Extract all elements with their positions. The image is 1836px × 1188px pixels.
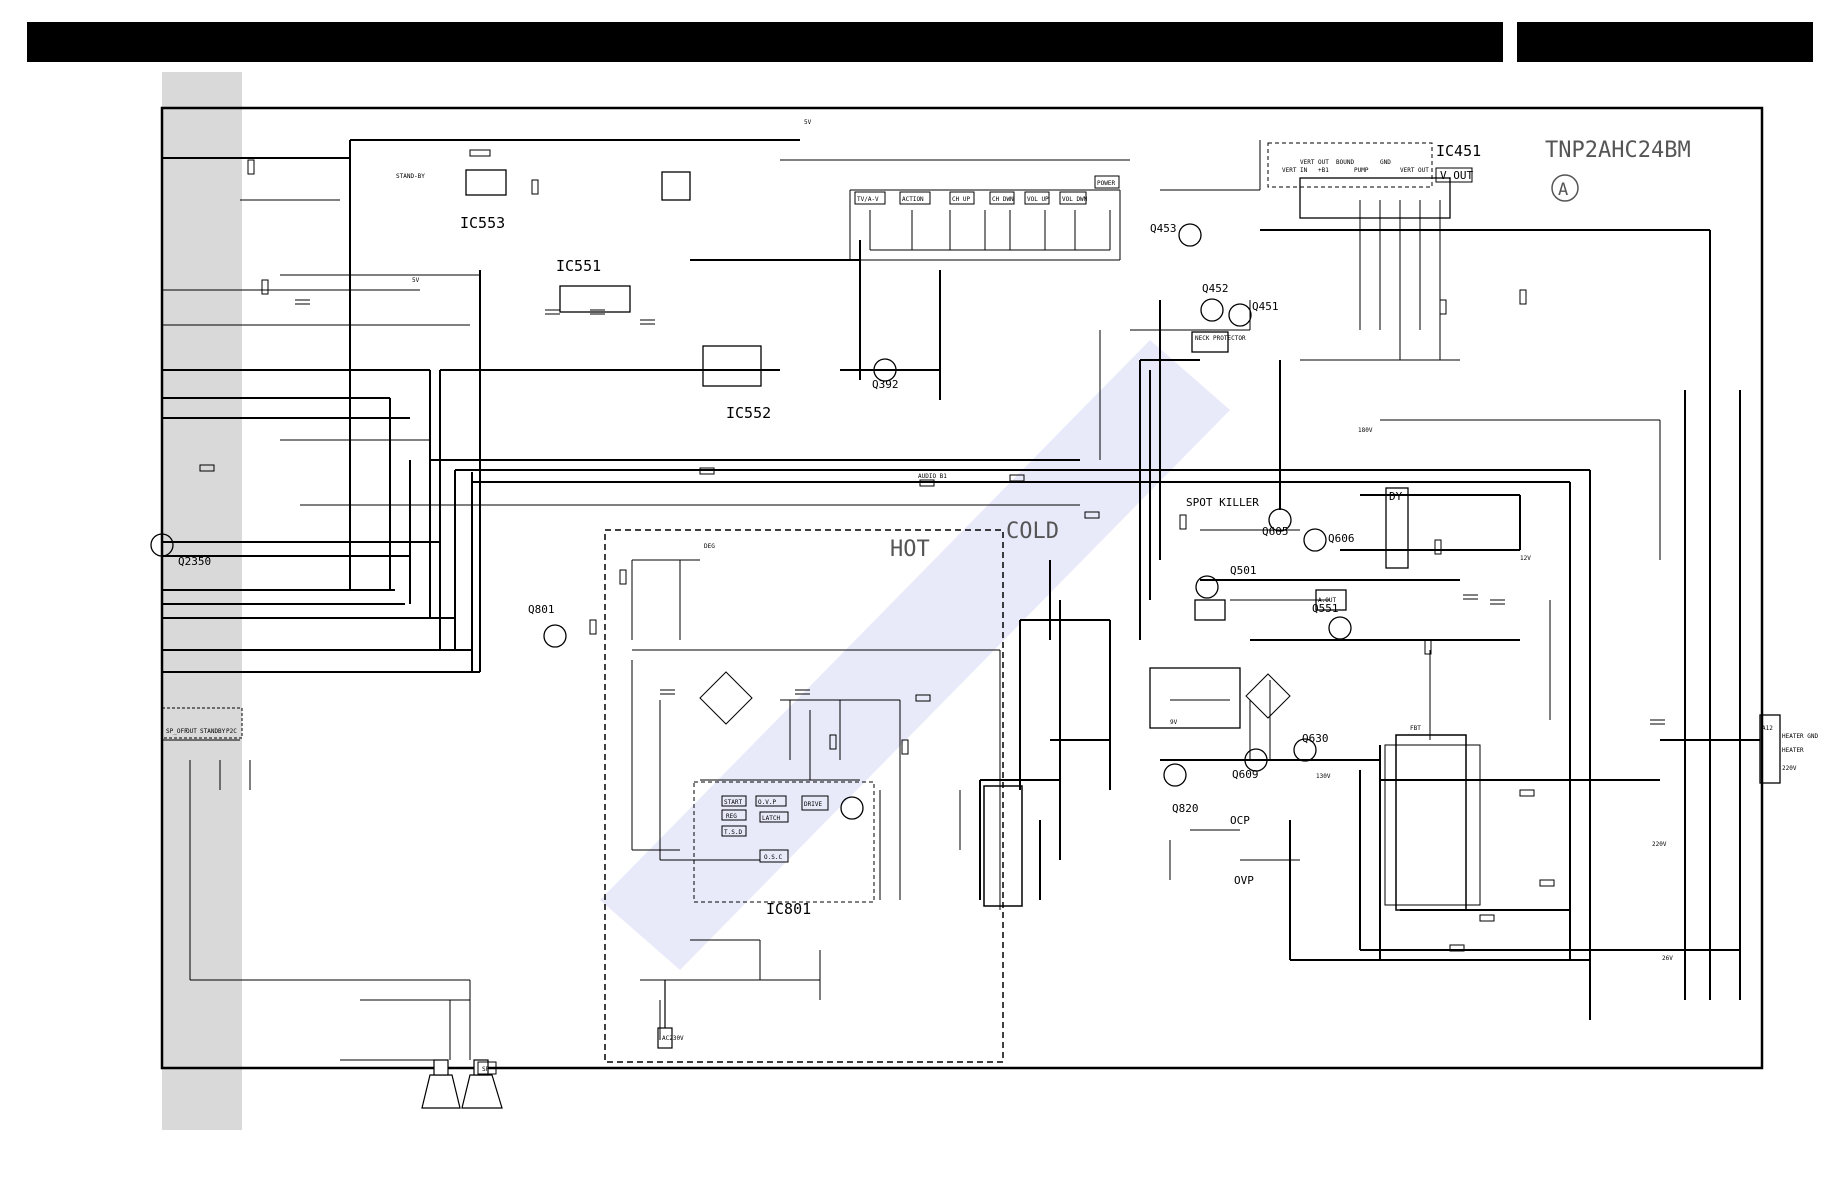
ovp-label: OVP [1234, 874, 1254, 887]
header-bar-right [1517, 22, 1813, 62]
left-pin-p2c: P2C [226, 728, 237, 735]
ic801-block-tsd: T.S.D [724, 829, 742, 836]
ic801-label: IC801 [766, 900, 811, 918]
right-pin-heater-gnd: HEATER GND [1782, 733, 1819, 740]
hot-region-label: HOT [890, 537, 930, 562]
board-circle [1551, 174, 1579, 202]
board-part-number: TNP2AHC24BM [1545, 138, 1691, 163]
voltage-5v: 5V [412, 277, 420, 284]
sp-box [477, 1061, 497, 1075]
ac-cord-label: AC230V [662, 1035, 684, 1042]
key-label-action: ACTION [902, 196, 924, 203]
q630-label: Q630 [1302, 732, 1329, 745]
cold-region-label: COLD [1006, 519, 1059, 544]
ic801-block-ovp: O.V.P [758, 799, 776, 806]
ic801-internal [721, 795, 829, 863]
key-label-tv-av: TV/A-V [857, 196, 879, 203]
component-decoration [199, 149, 1665, 952]
q606-label: Q606 [1328, 532, 1355, 545]
fbt-block [1395, 734, 1467, 911]
ic451-pin-7: VERT OUT [1400, 167, 1429, 174]
q609-label: Q609 [1232, 768, 1259, 781]
transistor-symbols [150, 223, 1352, 820]
fbt-outer [1384, 744, 1481, 906]
q451-label: Q451 [1252, 300, 1279, 313]
vout-box [1435, 167, 1473, 183]
ic451-pin-4: BOUND [1336, 159, 1354, 166]
voltage-12v: 12V [1520, 555, 1531, 562]
sp-label: SP [482, 1066, 490, 1073]
q392-label: Q392 [872, 378, 899, 391]
voltage-180v: 180V [1358, 427, 1373, 434]
q453-label: Q453 [1150, 222, 1177, 235]
q820-label: Q820 [1172, 802, 1199, 815]
right-pin-220v: 220V [1782, 765, 1797, 772]
ic451-label: IC451 [1436, 142, 1481, 160]
ic801-block-drive: DRIVE [804, 801, 822, 808]
left-connector [161, 707, 243, 739]
ic801-block-latch: LATCH [762, 815, 780, 822]
voltage-130v: 130V [1316, 773, 1331, 780]
speakers [421, 1059, 503, 1109]
left-pin-sp-off: SP_OFF [166, 728, 188, 735]
stand-by-label: STAND-BY [396, 173, 425, 180]
voltage-220v: 220V [1652, 841, 1667, 848]
key-label-vol-dwn: VOL DWN [1062, 196, 1088, 203]
left-pin-out: OUT [186, 728, 197, 735]
ac-plug [657, 980, 673, 1049]
degauss-label: DEG [704, 543, 715, 550]
audio-b1-label: AUDIO B1 [918, 473, 947, 480]
key-label-power: POWER [1097, 180, 1115, 187]
ic-blocks [465, 169, 1781, 784]
ic451-box [1267, 142, 1433, 188]
ic451-output-label: V.OUT [1440, 169, 1473, 182]
neck-protector-label: NECK PROTECTOR [1195, 335, 1246, 342]
ic451-pin-5: PUMP [1354, 167, 1369, 174]
spot-killer-label: SPOT KILLER [1186, 496, 1259, 509]
board-frame [160, 106, 1764, 1070]
board-circle-label: A [1558, 180, 1568, 200]
key-label-ch-up: CH UP [952, 196, 970, 203]
key-switch-row [854, 175, 1120, 251]
ic553-label: IC553 [460, 214, 505, 232]
ic801-block-reg: REG [726, 813, 737, 820]
page-margin-strip [162, 72, 242, 1130]
ic451-pin-1: VERT IN [1282, 167, 1308, 174]
fbt-label: FBT [1410, 725, 1421, 732]
ic801-block-osc: O.S.C [764, 854, 782, 861]
voltage-9v: 9V [1170, 719, 1178, 726]
key-label-ch-dwn: CH DWN [992, 196, 1014, 203]
hot-region [604, 529, 1004, 1063]
bus-lines [162, 139, 1760, 1020]
transformer-t801 [983, 785, 1023, 907]
ocp-label: OCP [1230, 814, 1250, 827]
ic801-block-start: START [724, 799, 742, 806]
a12-label: A12 [1762, 725, 1773, 732]
ic451-pin-2: VERT OUT [1300, 159, 1329, 166]
ic551-label: IC551 [556, 257, 601, 275]
bridge-rectifier [699, 671, 1291, 725]
q501-label: Q501 [1230, 564, 1257, 577]
q801-label: Q801 [528, 603, 555, 616]
ic552-label: IC552 [726, 404, 771, 422]
dy-label: DY [1389, 490, 1403, 503]
right-pin-heater: HEATER [1782, 747, 1804, 754]
voltage-26v: 26V [1662, 955, 1673, 962]
q452-label: Q452 [1202, 282, 1229, 295]
q2350-label: Q2350 [178, 555, 211, 568]
ic451-pin-3: +B1 [1318, 167, 1329, 174]
watermark [600, 340, 1230, 970]
q605-label: Q605 [1262, 525, 1289, 538]
signal-lines [162, 140, 1661, 1061]
ic451-pin-6: GND [1380, 159, 1391, 166]
left-pin-standby: STANDBY [200, 728, 226, 735]
ic801-box [693, 781, 875, 903]
a-out-label: A.OUT [1318, 597, 1336, 604]
q551-label: Q551 [1312, 602, 1339, 615]
header-bar-left [27, 22, 1503, 62]
five-v-label: 5V [804, 119, 812, 126]
key-label-vol-up: VOL UP [1027, 196, 1049, 203]
